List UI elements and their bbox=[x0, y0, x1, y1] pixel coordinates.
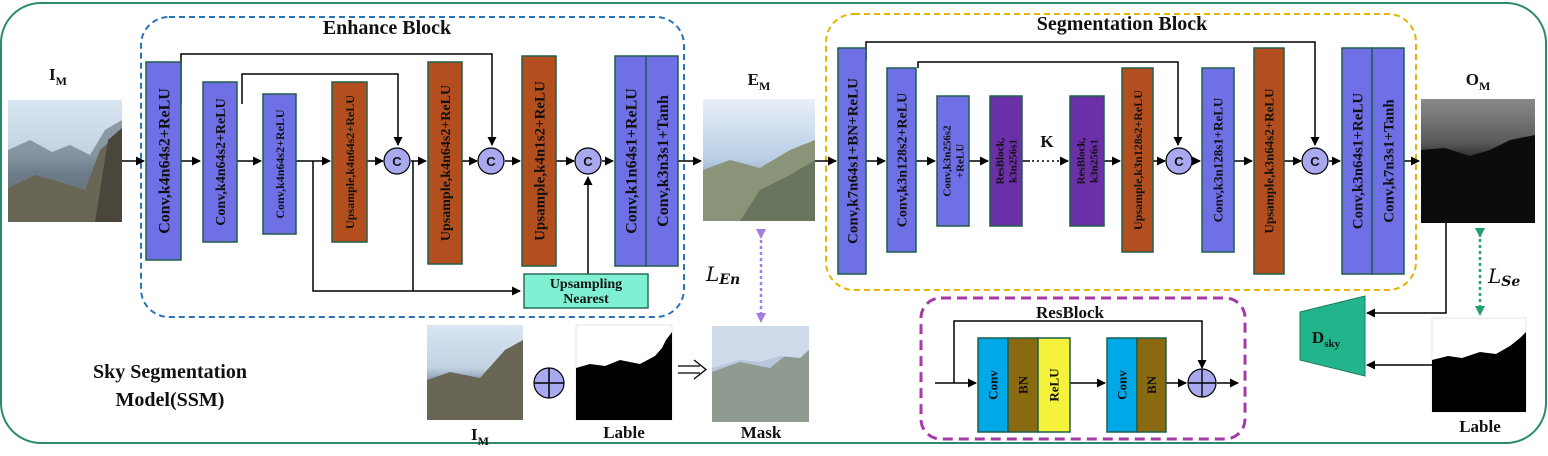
enhanced-image-label: EM bbox=[748, 70, 771, 93]
enhance-conv-5: Conv,k3n3s1+Tanh bbox=[645, 55, 679, 267]
seg-resblock-2: ResBlock,k3n256s1 bbox=[1069, 95, 1105, 227]
svg-text:C: C bbox=[583, 154, 593, 169]
svg-text:Upsampling: Upsampling bbox=[550, 277, 622, 292]
connectors bbox=[122, 41, 1447, 388]
segmentation-block-title: Segmentation Block bbox=[1037, 13, 1208, 35]
ssm-frame bbox=[0, 2, 1547, 444]
seg-upsample-2-label: Upsample,k3n64s2+ReLU bbox=[1262, 88, 1277, 234]
res-relu-label: ReLU bbox=[1047, 368, 1062, 402]
model-name-line1: Sky Segmentation bbox=[93, 361, 247, 383]
res-bn-1-label: BN bbox=[1016, 375, 1031, 394]
seg-conv-6-label: Conv,k7n3s1+Tanh bbox=[1381, 99, 1397, 223]
enhance-upsample-1-label: Upsample,k4n64s2+ReLU bbox=[343, 95, 357, 229]
seg-upsample-1: Upsample,k3n128s2+ReLU bbox=[1121, 67, 1154, 253]
mask-image bbox=[712, 326, 809, 422]
seg-resblock-1: ResBlock,k3n256s1 bbox=[989, 95, 1023, 227]
res-bn-1: BN bbox=[1007, 337, 1039, 433]
seg-resblock-1-label: k3n256s1 bbox=[1007, 139, 1019, 183]
seg-resblock-2-label: ResBlock, bbox=[1075, 137, 1087, 184]
concat-node-4: C bbox=[1165, 147, 1193, 175]
svg-text:C: C bbox=[1174, 154, 1184, 169]
res-conv-2: Conv bbox=[1106, 337, 1138, 433]
res-bn-2: BN bbox=[1136, 337, 1167, 433]
label-middle-caption: Lable bbox=[603, 423, 645, 442]
input-image bbox=[8, 100, 122, 222]
enhance-conv-4: Conv,k1n64s1+ReLU bbox=[614, 55, 647, 267]
svg-text:C: C bbox=[486, 154, 496, 169]
concat-node-2: C bbox=[477, 147, 505, 175]
enhance-conv-4-label: Conv,k1n64s1+ReLU bbox=[623, 88, 640, 234]
layer-blocks: Conv,k4n64s2+ReLU Conv,k4n64s2+ReLU Conv,k… bbox=[145, 47, 1405, 433]
seg-conv-5-label: Conv,k3n64s1+ReLU bbox=[1350, 93, 1366, 230]
seg-conv-1: Conv,k7n64s1+BN+ReLU bbox=[837, 47, 867, 275]
enhance-conv-1-label: Conv,k4n64s2+ReLU bbox=[156, 88, 173, 234]
concat-nodes: C C C C C bbox=[383, 147, 1329, 175]
enhance-upsample-3-label: Upsample,k4n1s2+ReLU bbox=[532, 81, 548, 241]
concat-node-1: C bbox=[383, 147, 411, 175]
seg-resblock-2-label: k3n256s1 bbox=[1088, 139, 1100, 183]
enhance-upsample-2: Upsample,k4n64s2+ReLU bbox=[427, 61, 463, 265]
seg-conv-3-label: +ReLU bbox=[954, 144, 966, 178]
bottom-input-image bbox=[427, 325, 523, 420]
seg-conv-3: Conv,k3n256s2+ReLU bbox=[936, 95, 970, 227]
res-conv-1: Conv bbox=[977, 337, 1009, 433]
enhance-conv-3: Conv,k4n64s2+ReLU bbox=[262, 93, 297, 235]
res-conv-1-label: Conv bbox=[986, 370, 1001, 400]
seg-conv-6: Conv,k7n3s1+Tanh bbox=[1371, 47, 1405, 275]
segmentation-loss-label: LSe bbox=[1487, 264, 1520, 290]
seg-resblock-1-label: ResBlock, bbox=[994, 137, 1006, 184]
output-segmentation-map bbox=[1421, 99, 1535, 223]
model-name-line2: Model(SSM) bbox=[116, 389, 225, 411]
bottom-input-label: IM bbox=[471, 425, 489, 448]
enhance-block-title: Enhance Block bbox=[323, 17, 452, 39]
enhanced-image bbox=[703, 99, 815, 221]
seg-conv-5: Conv,k3n64s1+ReLU bbox=[1341, 47, 1373, 275]
input-image-label: IM bbox=[49, 65, 67, 88]
label-image-middle bbox=[575, 324, 673, 421]
resblock-add-node bbox=[1187, 368, 1217, 398]
enhance-conv-3-label: Conv,k4n64s2+ReLU bbox=[273, 109, 287, 219]
res-bn-2-label: BN bbox=[1144, 375, 1159, 394]
res-conv-2-label: Conv bbox=[1115, 370, 1130, 400]
mask-caption: Mask bbox=[741, 423, 782, 442]
seg-conv-2: Conv,k3n128s2+ReLU bbox=[886, 67, 917, 253]
elementwise-add-symbol bbox=[533, 367, 565, 399]
resblock-title: ResBlock bbox=[1036, 303, 1105, 322]
svg-text:Nearest: Nearest bbox=[563, 292, 609, 307]
enhance-conv-2-label: Conv,k4n64s2+ReLU bbox=[214, 98, 229, 225]
enhance-upsample-3: Upsample,k4n1s2+ReLU bbox=[521, 55, 557, 267]
seg-conv-2-label: Conv,k3n128s2+ReLU bbox=[896, 93, 911, 227]
res-relu: ReLU bbox=[1037, 337, 1071, 433]
enhance-loss-label: LEn bbox=[705, 262, 740, 288]
concat-node-5: C bbox=[1301, 147, 1329, 175]
label-right-caption: Lable bbox=[1459, 417, 1501, 436]
enhance-conv-2: Conv,k4n64s2+ReLU bbox=[202, 81, 238, 243]
svg-text:Dsky: Dsky bbox=[1312, 328, 1341, 350]
seg-upsample-1-label: Upsample,k3n128s2+ReLU bbox=[1131, 90, 1145, 230]
k-repeat-label: K bbox=[1040, 132, 1054, 151]
seg-conv-4-label: Conv,k3n128s1+ReLU bbox=[1211, 97, 1226, 222]
seg-conv-3-label: Conv,k3n256s2 bbox=[941, 125, 953, 197]
seg-conv-1-label: Conv,k7n64s1+BN+ReLU bbox=[845, 78, 861, 244]
enhance-block-container bbox=[140, 16, 685, 318]
svg-text:C: C bbox=[392, 154, 402, 169]
enhance-upsample-1: Upsample,k4n64s2+ReLU bbox=[331, 81, 368, 243]
discriminator-d-sky: Dsky bbox=[1299, 295, 1366, 377]
svg-text:C: C bbox=[1310, 154, 1320, 169]
seg-conv-4: Conv,k3n128s1+ReLU bbox=[1201, 67, 1235, 253]
implies-arrow bbox=[678, 359, 708, 380]
enhance-conv-1: Conv,k4n64s2+ReLU bbox=[145, 61, 182, 261]
output-image-label: OM bbox=[1466, 70, 1491, 93]
enhance-conv-5-label: Conv,k3n3s1+Tanh bbox=[655, 95, 672, 227]
concat-node-3: C bbox=[574, 147, 602, 175]
seg-upsample-2: Upsample,k3n64s2+ReLU bbox=[1253, 47, 1285, 275]
label-image-right bbox=[1431, 317, 1527, 413]
enhance-upsample-2-label: Upsample,k4n64s2+ReLU bbox=[439, 85, 454, 241]
upsampling-nearest-box: Upsampling Nearest bbox=[523, 273, 649, 309]
